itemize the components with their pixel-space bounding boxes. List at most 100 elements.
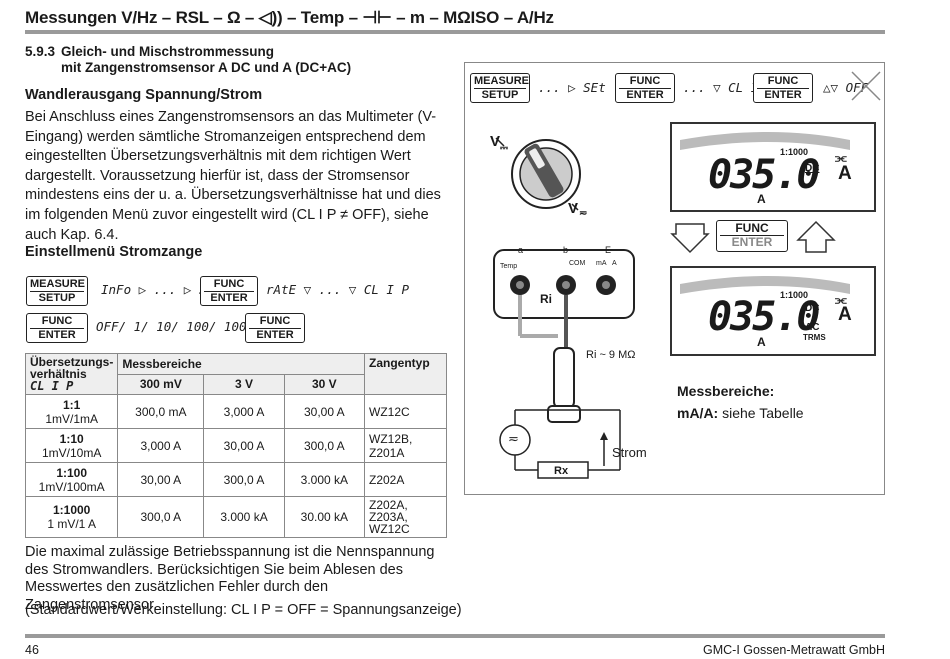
key-label-bottom: SETUP <box>38 292 76 304</box>
strom-label: Strom <box>612 445 647 460</box>
header-title: Messungen V/Hz – RSL – Ω – ◁)) – Temp – … <box>25 8 554 27</box>
cell-v1: 3,000 A <box>117 428 205 463</box>
page-header: Messungen V/Hz – RSL – Ω – ◁)) – Temp – … <box>25 6 885 34</box>
key-label-bottom: ENTER <box>626 89 664 101</box>
section-title-line1: Gleich- und Mischstrommessung <box>61 44 275 59</box>
cell-v3: 300,0 A <box>283 428 366 463</box>
func-enter-key-3: FUNC ENTER <box>245 313 305 343</box>
menu-options-seq: OFF/ 1/ 10/ 100/ 1000 △▽ <box>96 319 277 334</box>
socket-com-label: COM <box>569 260 586 267</box>
key-label-top: FUNC <box>30 315 84 329</box>
header-ratio-label: Übersetzungs-verhältnis <box>30 355 114 381</box>
ratio-sub: 1mV/10mA <box>41 445 102 460</box>
key-label-bottom: ENTER <box>256 329 294 341</box>
measure-setup-key: MEASURE SETUP <box>26 276 88 306</box>
func-enter-key-1: FUNC ENTER <box>200 276 258 306</box>
dial-v-ac-label: V <box>568 200 579 217</box>
ratio-value: 1:10 <box>59 431 84 446</box>
lcd2-dc: DC <box>805 303 820 314</box>
lcd-display-2 <box>670 266 876 356</box>
figure-panel <box>464 62 885 495</box>
section-title-line2: mit Zangenstromsensor A DC und A (DC+AC) <box>61 60 352 75</box>
lcd2-unit: A <box>757 335 766 349</box>
default-note: (Standardwert/Werkeinstellung: CL I P = … <box>25 602 462 618</box>
key-label-top: FUNC <box>204 278 254 292</box>
clamp-table: Übersetzungs-verhältnis CL I P Messberei… <box>24 353 447 538</box>
panel-func-key-1: FUNC ENTER <box>615 73 675 103</box>
key-label-bottom: SETUP <box>481 89 519 101</box>
menu-rate-seq: rAtE ▽ ... ▽ CL I P <box>266 282 409 297</box>
func-enter-key-2: FUNC ENTER <box>26 313 88 343</box>
cell-v1: 300,0 A <box>117 496 205 538</box>
arrow-up-icon <box>796 220 836 253</box>
cell-type: Z202A <box>364 462 447 497</box>
key-label-bottom: ENTER <box>731 235 773 249</box>
ri-value: Ri ~ 9 MΩ <box>586 349 636 361</box>
ranges-title: Messbereiche: <box>677 383 775 399</box>
ratio-sub: 1mV/100mA <box>38 479 105 494</box>
cell-type: WZ12B, Z201A <box>364 428 447 463</box>
header-rule <box>25 30 885 34</box>
voltage-note: Die maximal zulässige Betriebsspannung i… <box>25 544 435 613</box>
lcd2-a-acdc-label: A <box>838 304 852 325</box>
footer-rule <box>25 634 885 638</box>
cell-v2: 3.000 kA <box>203 496 285 538</box>
lcd1-unit: A <box>757 192 766 206</box>
key-label-bottom: ENTER <box>210 292 248 304</box>
rx-label: Rx <box>554 465 569 477</box>
page-number: 46 <box>25 643 39 657</box>
socket-ma-label: mA <box>596 260 607 267</box>
menu-heading: Einstellmenü Stromzange <box>25 244 203 260</box>
socket-a-label: a <box>518 245 524 255</box>
ac-source-icon: ≂ <box>508 431 519 446</box>
table-col-3v: 3 V <box>203 373 285 395</box>
menu-info-seq: InFo ▷ ... ▷ SEt <box>101 282 222 297</box>
rotary-switch-diagram <box>495 137 581 211</box>
socket-a2-label: A <box>612 260 617 267</box>
key-label-top: FUNC <box>720 222 784 236</box>
socket-e-label: E <box>605 245 612 255</box>
header-ratio-sub: CL I P <box>30 379 74 393</box>
ac-dc-symbol-icon: ≂ <box>579 208 588 219</box>
panel-seq-set: ... ▷ SEt <box>538 80 606 95</box>
table-header-ratio: Übersetzungs-verhältnis CL I P <box>24 353 119 395</box>
table-header-ranges: Messbereiche <box>117 353 365 375</box>
connection-diagram <box>493 249 635 479</box>
lcd2-ac: AC <box>805 322 820 333</box>
key-label-bottom: ENTER <box>764 89 802 101</box>
cell-v1: 300,0 mA <box>117 394 205 429</box>
table-col-30v: 30 V <box>283 373 366 395</box>
cell-type: WZ12C <box>364 394 447 429</box>
lcd1-value: 035.0 <box>708 152 820 198</box>
lcd2-ratio: 1:1000 <box>780 290 809 300</box>
table-header-type: Zangentyp <box>364 353 447 395</box>
dc-symbol-icon: ⎓ <box>500 143 508 154</box>
lcd1-ratio: 1:1000 <box>780 147 809 157</box>
company-name: GMC-I Gossen-Metrawatt GmbH <box>703 643 885 657</box>
lcd-func-key: FUNC ENTER <box>716 220 788 252</box>
key-label-top: FUNC <box>757 75 809 89</box>
lcd1-dc: DC <box>805 163 820 174</box>
key-label-top: FUNC <box>619 75 671 89</box>
key-label-top: MEASURE <box>474 75 530 89</box>
socket-temp-label: Temp <box>500 263 518 270</box>
panel-measure-key: MEASURE SETUP <box>470 73 530 103</box>
panel-seq-clip: ... ▽ CL I P <box>683 80 774 95</box>
panel-seq-off: △▽ OFF <box>823 80 869 95</box>
ranges-note-text: siehe Tabelle <box>722 405 804 421</box>
ranges-note: mA/A: siehe Tabelle <box>677 405 804 421</box>
clamp-icon: ⫘ <box>835 150 847 165</box>
lcd-display-1 <box>670 122 876 212</box>
ratio-value: 1:100 <box>56 465 88 480</box>
cross-out-icon <box>851 71 881 101</box>
cell-v2: 3,000 A <box>203 394 285 429</box>
table-col-300mv: 300 mV <box>117 373 205 395</box>
